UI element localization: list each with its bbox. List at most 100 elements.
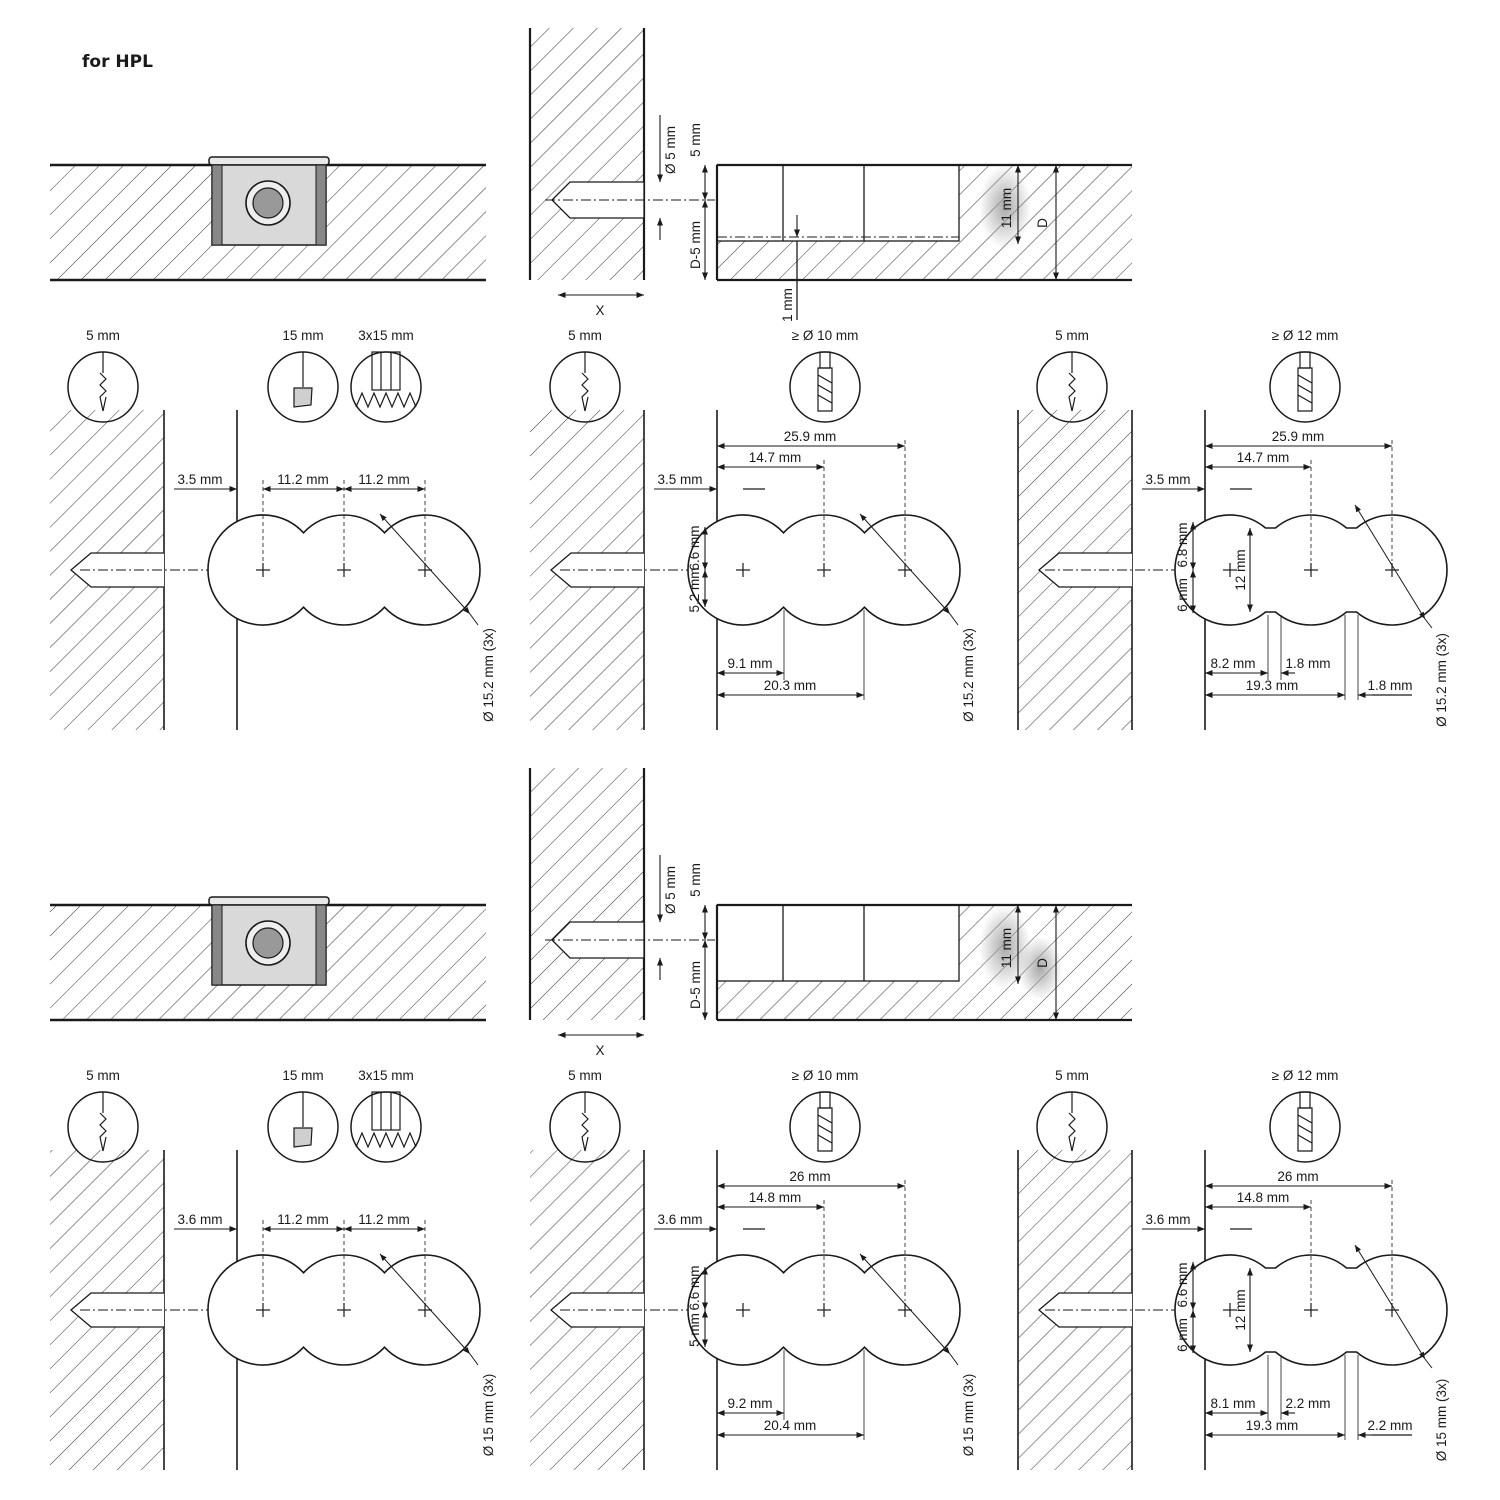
label-D5: D-5 mm	[688, 961, 703, 1009]
c1-label-edge: 3.6 mm	[657, 1212, 702, 1227]
c0-dia-leader	[469, 613, 479, 626]
c1-dia-leader	[949, 613, 959, 626]
gang-cutters	[355, 1131, 417, 1149]
tool-mill-icon-glyph	[817, 1091, 833, 1152]
c2-label-b4: 2.2 mm	[1367, 1418, 1412, 1433]
tool-label-12mm: ≥ Ø 12 mm	[1272, 328, 1339, 343]
c1-dim-dia	[859, 1253, 951, 1355]
tool-gang-icon-glyph	[355, 351, 417, 409]
c2-label-w: 12 mm	[1233, 549, 1248, 590]
tool-label-5mm-b: 5 mm	[568, 328, 602, 343]
c2-dim-dia	[1354, 504, 1426, 620]
lobe-center-1	[1223, 1303, 1237, 1317]
connector-rib-right	[315, 164, 327, 246]
label-11mm: 11 mm	[999, 188, 1014, 228]
lobe-center-2	[337, 1303, 351, 1317]
c2-label-mid: 14.7 mm	[1237, 450, 1290, 465]
connector-rib-left	[211, 164, 223, 246]
side-panel-hatch	[530, 28, 644, 280]
lobe-center-1	[736, 1303, 750, 1317]
lobe-center-2	[1304, 1303, 1318, 1317]
c1-label-b1: 9.1 mm	[727, 656, 772, 671]
c2-label-b1: 8.1 mm	[1210, 1396, 1255, 1411]
pilot-hole	[551, 921, 645, 959]
lobe-center-1	[256, 563, 270, 577]
c2-label-down: 6 mm	[1175, 578, 1190, 612]
connector-pin	[252, 187, 284, 219]
tool-label-12mm: ≥ Ø 12 mm	[1272, 1068, 1339, 1083]
tool-gang-icon-glyph	[355, 1091, 417, 1149]
c2-label-w: 12 mm	[1233, 1289, 1248, 1330]
tool-label-3x15mm: 3x15 mm	[358, 1068, 414, 1083]
gang-body	[371, 1091, 401, 1131]
c2-dia-leader	[1424, 618, 1433, 629]
pilot-hole	[551, 181, 645, 219]
cutter-body	[817, 1107, 833, 1152]
lobe-center-2	[817, 1303, 831, 1317]
c2-label-b2: 1.8 mm	[1285, 656, 1330, 671]
label-5mm: 5 mm	[688, 863, 703, 897]
lobe-center-1	[736, 563, 750, 577]
lobe-center-2	[1304, 563, 1318, 577]
pocket-cutout	[717, 165, 959, 241]
c1-label-top: 25.9 mm	[784, 429, 837, 444]
tool-forstner-icon-glyph	[293, 352, 313, 408]
c0-label-edge: 3.5 mm	[177, 472, 222, 487]
c2-label-down: 6 mm	[1175, 1318, 1190, 1352]
cutter-flutes	[817, 1114, 833, 1144]
label-X: X	[595, 1043, 604, 1058]
c1-label-mid: 14.7 mm	[749, 450, 802, 465]
lobe-center-1	[256, 1303, 270, 1317]
label-11mm: 11 mm	[999, 928, 1014, 968]
connector-pin	[252, 927, 284, 959]
c2-label-edge: 3.5 mm	[1145, 472, 1190, 487]
cutter-flutes	[1297, 374, 1313, 404]
c0-label-dia: Ø 15.2 mm (3x)	[481, 628, 496, 722]
c1-label-down: 5.2 mm	[687, 567, 702, 612]
c0-label-gap2: 11.2 mm	[358, 1212, 410, 1227]
c0-label-gap2: 11.2 mm	[358, 472, 410, 487]
tool-label-15mm: 15 mm	[282, 1068, 323, 1083]
connector-flange	[208, 156, 330, 166]
c2-label-b2: 2.2 mm	[1285, 1396, 1330, 1411]
tool-gang-icon	[350, 1091, 422, 1163]
c2-label-b4: 1.8 mm	[1367, 678, 1412, 693]
c2-label-top: 25.9 mm	[1272, 429, 1325, 444]
c2-dia-leader	[1424, 1358, 1433, 1369]
lobe-center-1	[1223, 563, 1237, 577]
c1-label-down: 5 mm	[687, 1313, 702, 1347]
bit-head	[293, 1127, 313, 1148]
label-dia5: Ø 5 mm	[663, 866, 678, 914]
gang-cutters	[355, 391, 417, 409]
label-D: D	[1035, 958, 1050, 968]
connector-rib-right	[315, 904, 327, 986]
c2-label-up: 6.6 mm	[1175, 1262, 1190, 1307]
c0-dia-leader	[469, 1353, 479, 1366]
c0-label-gap1: 11.2 mm	[277, 472, 329, 487]
c1-label-b1: 9.2 mm	[727, 1396, 772, 1411]
c1-label-dia: Ø 15.2 mm (3x)	[961, 628, 976, 722]
c1-label-b2: 20.3 mm	[764, 678, 817, 693]
c0-dim-dia	[379, 1253, 471, 1355]
tool-mill-icon-b-glyph	[1297, 1091, 1313, 1152]
c2-label-top: 26 mm	[1277, 1169, 1318, 1184]
tool-label-5mm-b: 5 mm	[568, 1068, 602, 1083]
label-X: X	[595, 303, 604, 318]
c0-label-gap1: 11.2 mm	[277, 1212, 329, 1227]
lobe-center-2	[337, 563, 351, 577]
cutter-flutes	[1297, 1114, 1313, 1144]
highlight-glow-2	[1018, 936, 1062, 1000]
label-D: D	[1035, 218, 1050, 228]
c1-label-up: 6.6 mm	[687, 1265, 702, 1310]
tool-label-10mm: ≥ Ø 10 mm	[792, 328, 859, 343]
gang-body	[371, 351, 401, 391]
c2-label-b3: 19.3 mm	[1246, 1418, 1299, 1433]
c1-label-mid: 14.8 mm	[749, 1190, 802, 1205]
tool-forstner-icon-glyph	[293, 1092, 313, 1148]
lobe-center-2	[817, 563, 831, 577]
c2-label-b1: 8.2 mm	[1210, 656, 1255, 671]
label-D5: D-5 mm	[688, 221, 703, 269]
tool-label-3x15mm: 3x15 mm	[358, 328, 414, 343]
